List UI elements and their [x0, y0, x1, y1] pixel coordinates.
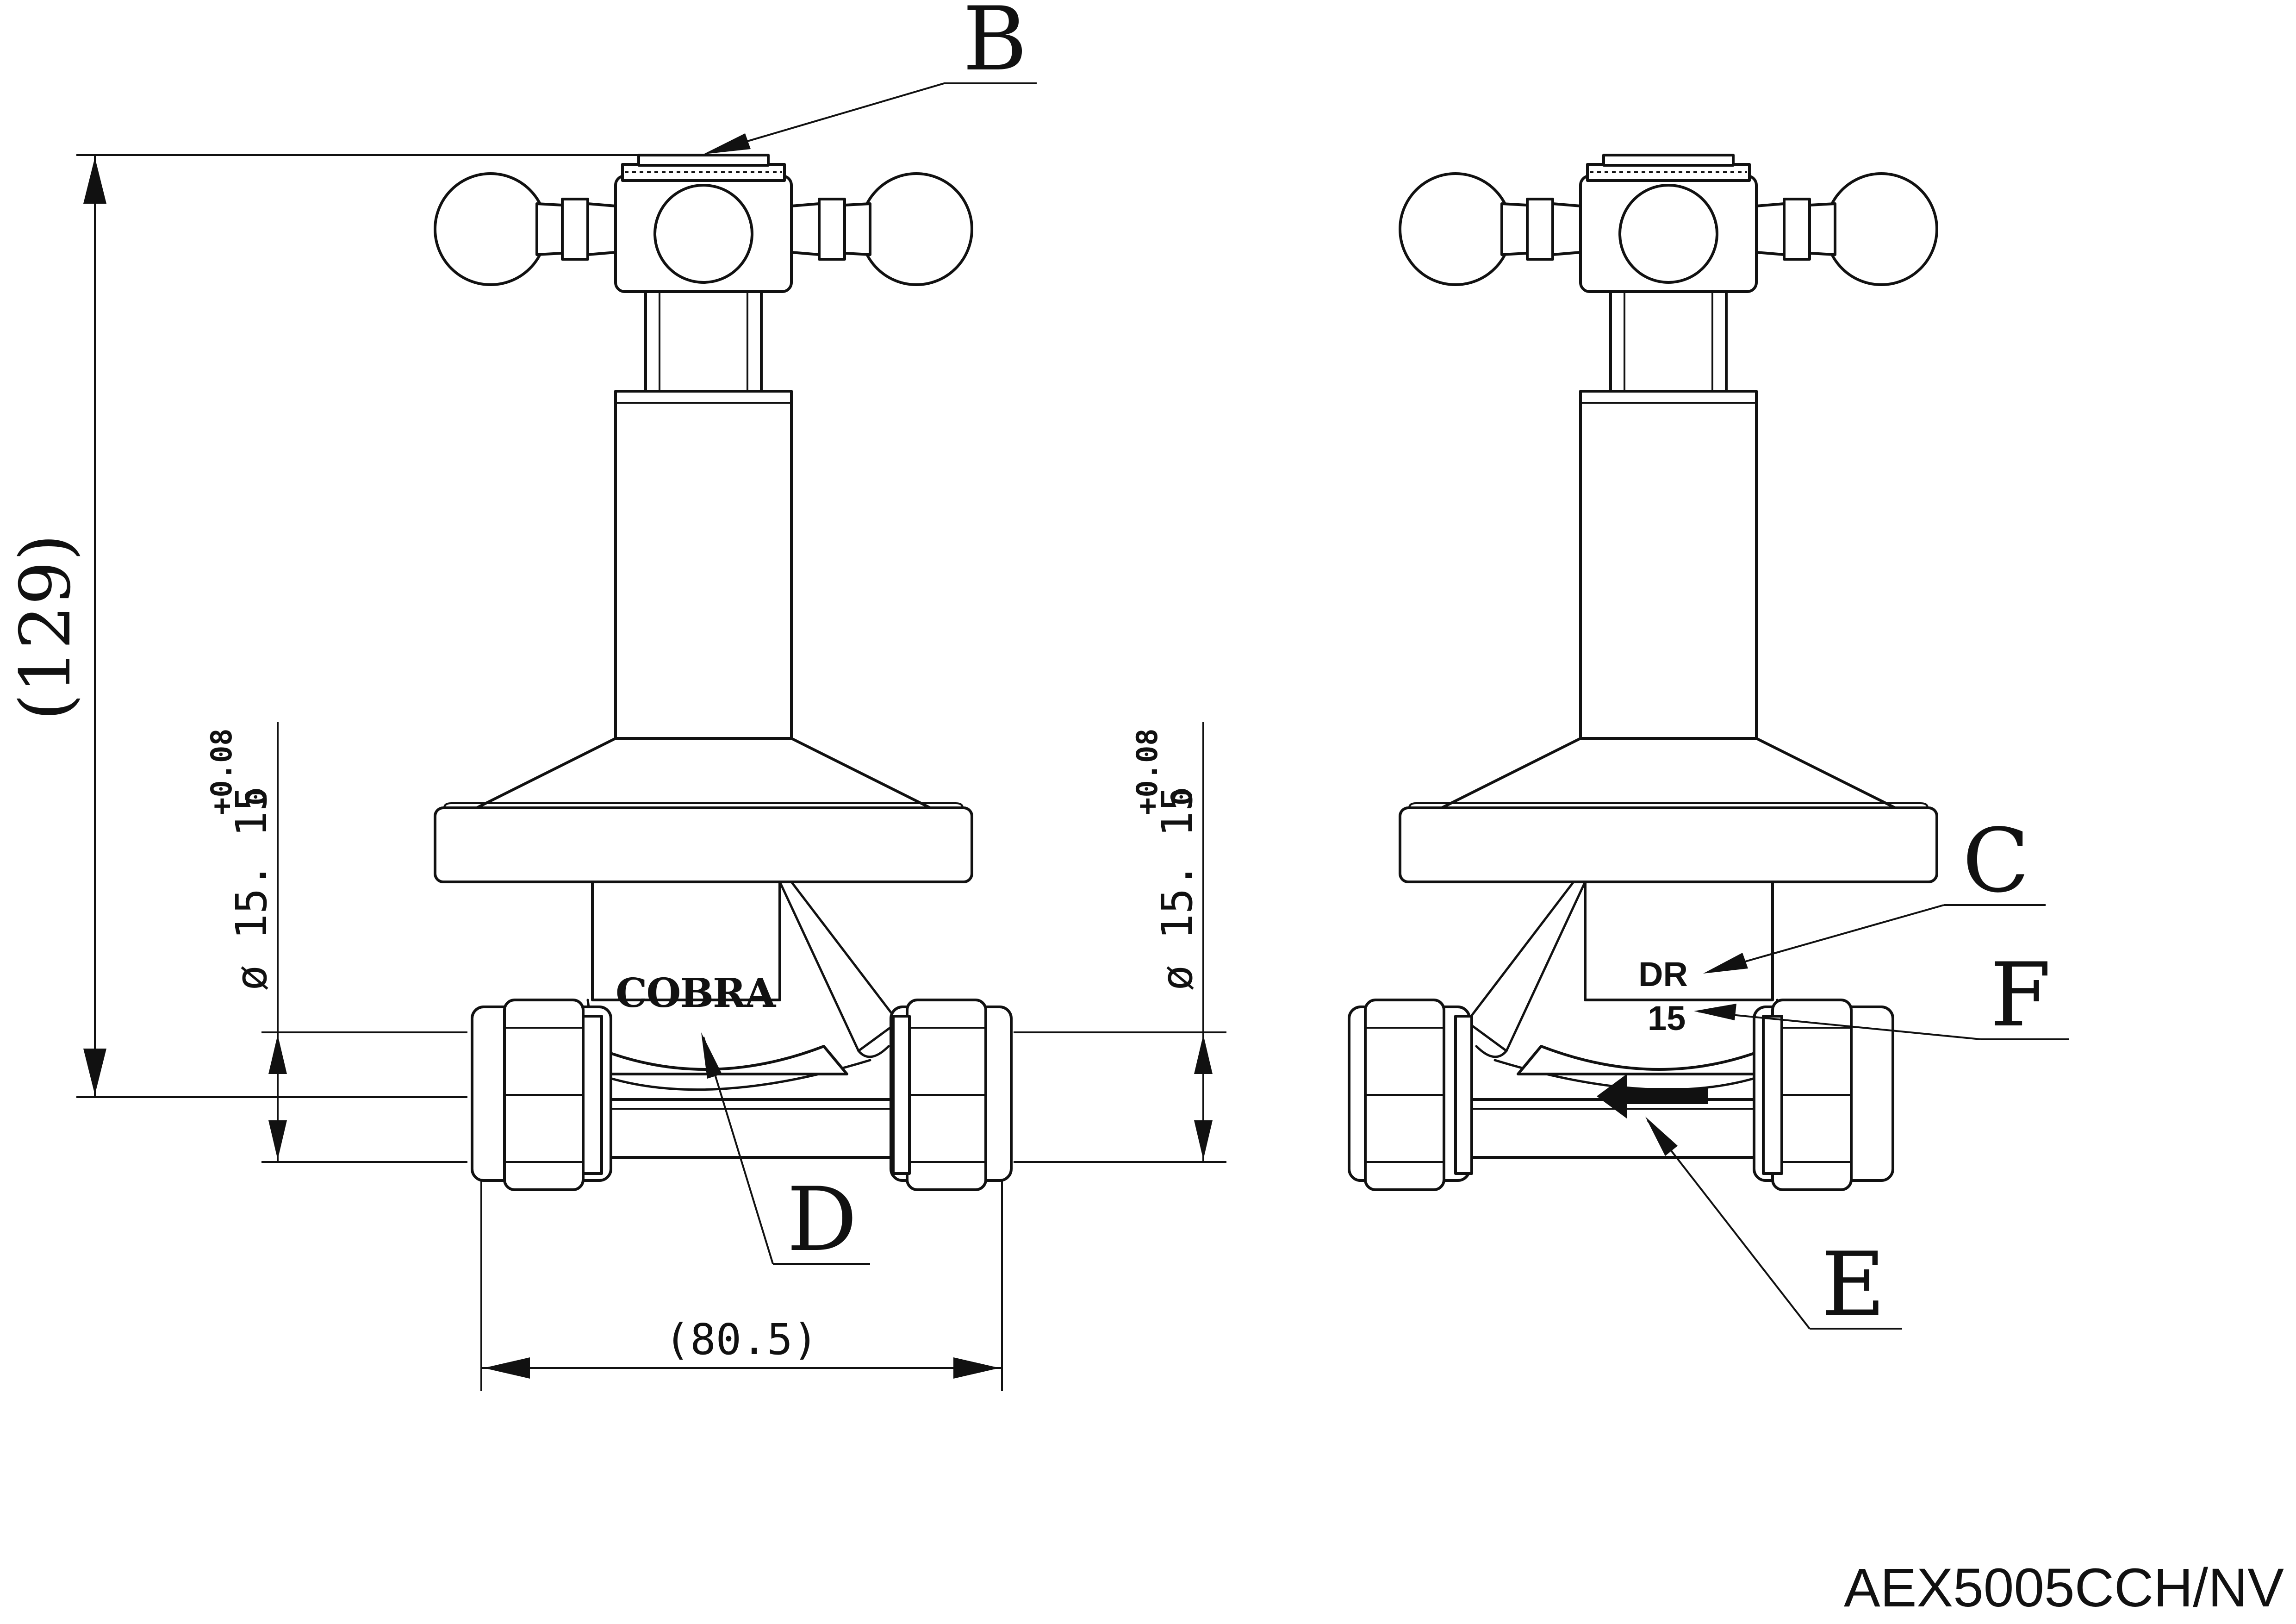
diameter-dimension-right: ø 15. 15 [1152, 786, 1202, 991]
height-dimension: (129) [6, 534, 86, 720]
flow-direction-arrow [1597, 1074, 1708, 1118]
callouts: B C F D E [701, 0, 2069, 1336]
size-marking: 15 [1648, 999, 1686, 1037]
diameter-dimension-left: ø 15. 15 [227, 786, 276, 991]
callout-c: C [1962, 810, 2029, 912]
callout-d: D [787, 1168, 857, 1271]
tolerance-upper-left: +0.08 [205, 728, 238, 815]
callout-e: E [1821, 1233, 1885, 1336]
dimension-lines: (129) (80.5) ø 15. 15 +0.08 0 ø 15. 15 +… [6, 154, 1226, 1391]
left-valve-view: COBRA [435, 155, 1013, 1191]
tolerance-upper-right: +0.08 [1130, 728, 1164, 815]
dr-marking: DR [1638, 955, 1688, 993]
brand-marking: COBRA [616, 970, 777, 1017]
width-dimension: (80.5) [665, 1315, 818, 1364]
tolerance-lower-right: 0 [1165, 788, 1199, 806]
callout-f: F [1990, 944, 2051, 1046]
tolerance-lower-left: 0 [239, 788, 273, 806]
callout-b: B [963, 0, 1027, 90]
part-number: AEX5005CCH/NV [1844, 1557, 2284, 1618]
right-valve-view: DR 15 [1348, 155, 1937, 1191]
